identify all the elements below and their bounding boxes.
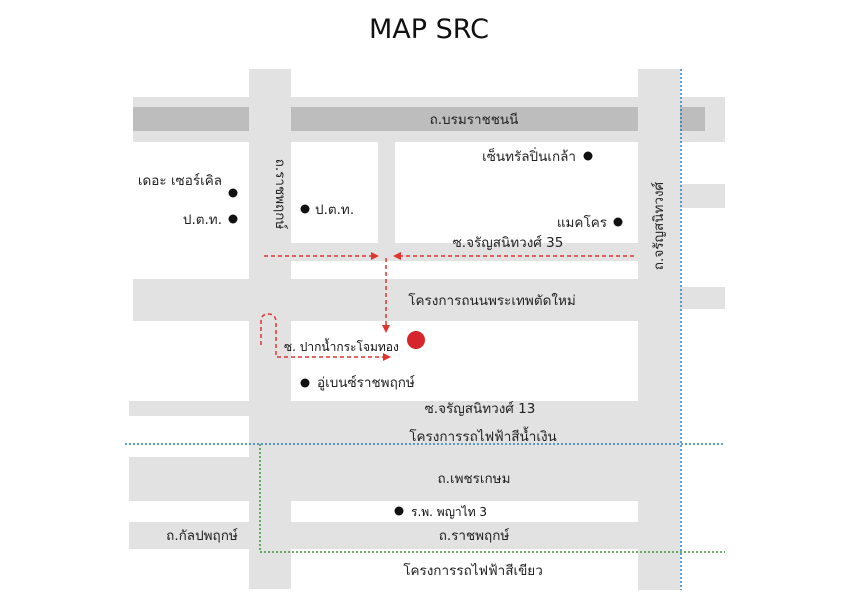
destination-label: ซ. ปากน้ำกระโจมทอง [284,338,399,354]
road-soi-35-vertical [378,142,395,252]
label-blue-line: โครงการรถไฟฟ้าสีน้ำเงิน [409,426,557,445]
landmarks: เซ็นทรัลปิ่นเกล้า เดอะ เซอร์เคิล ป.ต.ท. … [138,147,623,519]
arrowhead-destination [383,353,391,361]
landmark-phyathai3: ร.พ. พญาไท 3 [411,505,487,519]
label-phetkasem: ถ.เพชรเกษม [438,471,511,487]
road-soi-13 [129,401,638,416]
road-charansanitwong-vertical [638,69,680,590]
landmark-makro: แมคโคร [557,214,607,231]
route-arrows [260,255,634,358]
arrowhead-right [371,252,379,260]
landmark-dot [300,204,310,214]
road-ratchaphruek-horizontal [129,522,638,549]
landmark-the-circle: เดอะ เซอร์เคิล [138,172,222,189]
label-ratchaphruek-vertical: ถ.ราชพฤกษ์ [272,159,289,230]
road-phetkasem [129,457,638,501]
label-boromratchonnani: ถ.บรมราชชนนี [430,112,519,128]
route-arrowheads [371,252,401,361]
label-soi-35: ซ.จรัญสนิทวงศ์ 35 [453,234,564,251]
arrowhead-down [382,325,390,333]
landmark-dot [394,506,404,516]
arrowhead-left [393,252,401,260]
road-right-stub-mid [680,287,725,309]
landmark-dot [228,188,238,198]
landmark-dot [300,378,310,388]
landmark-ptt-left: ป.ต.ท. [183,212,222,228]
label-ratchaphruek-horizontal: ถ.ราชพฤกษ์ [439,527,510,544]
transit-lines [125,69,725,590]
landmark-dot [228,214,238,224]
destination-marker [407,331,425,349]
landmark-central-pinklao: เซ็นทรัลปิ่นเกล้า [482,147,576,165]
label-soi-13: ซ.จรัญสนิทวงศ์ 13 [425,400,536,417]
label-green-line: โครงการรถไฟฟ้าสีเขียว [403,562,543,579]
label-new-phra-thep: โครงการถนนพระเทพตัดใหม่ [408,292,576,309]
road-boromratchonnani [133,107,705,131]
landmark-u-benz: อู่เบนซ์ราชพฤกษ์ [317,374,415,391]
landmark-dot [613,217,623,227]
road-ratchaphruek-vertical [249,69,291,589]
map-title: MAP SRC [368,14,490,45]
landmark-ptt-center: ป.ต.ท. [315,202,354,218]
landmark-dot [583,151,593,161]
label-charansanitwong-vertical: ถ.จรัญสนิทวงศ์ [650,181,667,270]
label-kanlapaphruek: ถ.กัลปพฤกษ์ [166,527,238,544]
road-right-stub-top [680,184,725,208]
road-blue-line-corridor [249,416,638,457]
road-soi-35 [249,243,638,261]
